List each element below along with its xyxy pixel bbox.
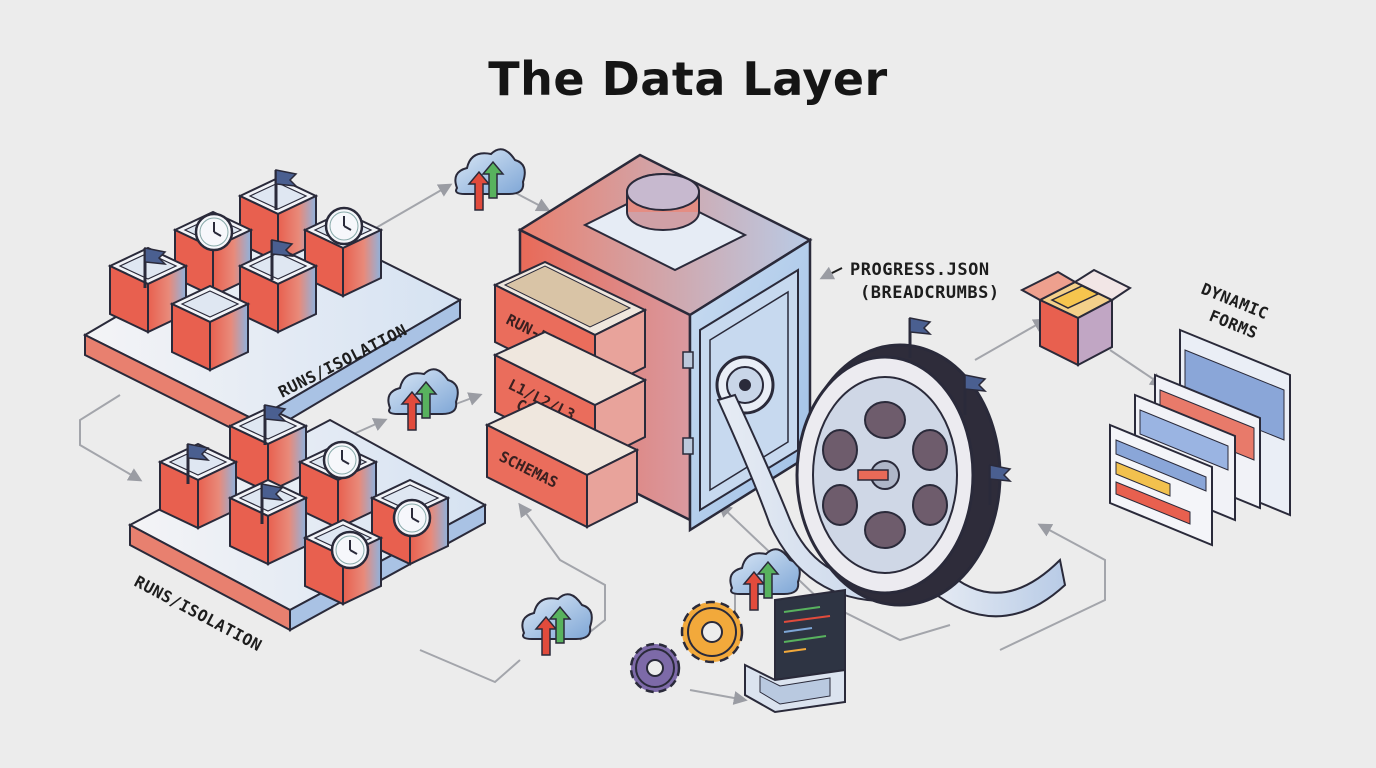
clock-icon	[194, 212, 234, 252]
gear-icon	[629, 642, 681, 694]
cloud-sync-icon	[387, 368, 459, 431]
clock-icon	[322, 440, 362, 480]
gear-icon	[680, 600, 744, 664]
run-container	[239, 247, 317, 333]
open-box-icon	[1019, 268, 1132, 367]
runs-platform-top: RUNS/ISOLATION	[82, 168, 463, 442]
cloud-sync-icon	[521, 593, 593, 656]
cloud-sync-icon	[454, 148, 526, 211]
dynamic-forms-stack	[1109, 328, 1291, 547]
breadcrumbs-label: (BREADCRUMBS)	[860, 283, 1000, 303]
runs-platform-bottom: RUNS/ISOLATION	[127, 403, 488, 655]
progress-json-label: PROGRESS.JSON	[850, 260, 990, 280]
run-container	[171, 285, 249, 371]
drawer-schemas: SCHEMAS	[484, 400, 640, 529]
clock-icon	[392, 498, 432, 538]
laptop-icon	[744, 588, 846, 714]
clock-icon	[324, 206, 364, 246]
film-reel-breadcrumbs	[716, 316, 1067, 618]
diagram-title: The Data Layer	[488, 52, 888, 106]
clock-icon	[330, 530, 370, 570]
progress-pointer-arrow	[819, 266, 843, 280]
